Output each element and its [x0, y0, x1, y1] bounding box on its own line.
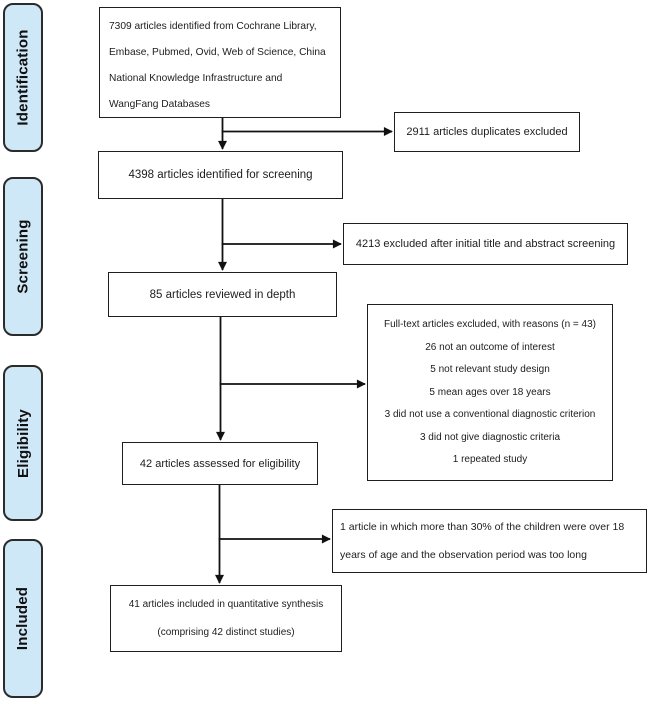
age-observation-line: 1 article in which more than 30% of the … — [340, 521, 625, 533]
fulltext-excluded-reason: 1 repeated study — [452, 454, 528, 465]
identified-line: 7309 articles identified from Cochrane L… — [109, 21, 317, 32]
stage-included-label: Included — [14, 586, 32, 651]
stage-eligibility: Eligibility — [3, 365, 43, 521]
box-title-abstract-excluded: 4213 excluded after initial title and ab… — [343, 223, 628, 265]
stage-included: Included — [3, 539, 43, 698]
stage-identification: Identification — [3, 3, 43, 152]
fulltext-excluded-reason: 3 did not use a conventional diagnostic … — [384, 409, 596, 420]
fulltext-excluded-reason: 3 did not give diagnostic criteria — [419, 431, 561, 443]
fulltext-excluded-reason: 5 mean ages over 18 years — [429, 386, 551, 398]
fulltext-excluded-title: Full-text articles excluded, with reason… — [383, 319, 597, 330]
box-reviewed-in-depth: 85 articles reviewed in depth — [108, 272, 337, 317]
assessed-for-eligibility-text: 42 articles assessed for eligibility — [139, 457, 301, 470]
identified-line: Embase, Pubmed, Ovid, Web of Science, Ch… — [109, 47, 326, 58]
identified-for-screening-text: 4398 articles identified for screening — [128, 169, 313, 181]
fulltext-excluded-reason: 26 not an outcome of interest — [425, 341, 555, 353]
stage-screening: Screening — [3, 177, 43, 336]
fulltext-excluded-reason: 5 not relevant study design — [430, 364, 550, 375]
duplicates-excluded-text: 2911 articles duplicates excluded — [406, 126, 568, 138]
stage-eligibility-label: Eligibility — [14, 408, 32, 478]
title-abstract-excluded-text: 4213 excluded after initial title and ab… — [355, 238, 616, 250]
box-fulltext-excluded: Full-text articles excluded, with reason… — [367, 304, 613, 481]
stage-screening-label: Screening — [14, 219, 32, 294]
identified-line: WangFang Databases — [109, 99, 210, 110]
included-synthesis-line: (comprising 42 distinct studies) — [157, 626, 295, 638]
box-age-observation-excluded: 1 article in which more than 30% of the … — [332, 509, 647, 573]
stage-identification-label: Identification — [14, 29, 32, 126]
reviewed-in-depth-text: 85 articles reviewed in depth — [149, 288, 296, 301]
included-synthesis-line: 41 articles included in quantitative syn… — [128, 598, 324, 610]
box-included-in-synthesis: 41 articles included in quantitative syn… — [110, 585, 342, 652]
age-observation-line: years of age and the observation period … — [340, 549, 587, 561]
box-duplicates-excluded: 2911 articles duplicates excluded — [394, 112, 580, 152]
box-identified-for-screening: 4398 articles identified for screening — [98, 151, 343, 199]
box-articles-identified: 7309 articles identified from Cochrane L… — [99, 7, 341, 118]
box-assessed-for-eligibility: 42 articles assessed for eligibility — [122, 442, 318, 485]
identified-line: National Knowledge Infrastructure and — [109, 73, 283, 84]
